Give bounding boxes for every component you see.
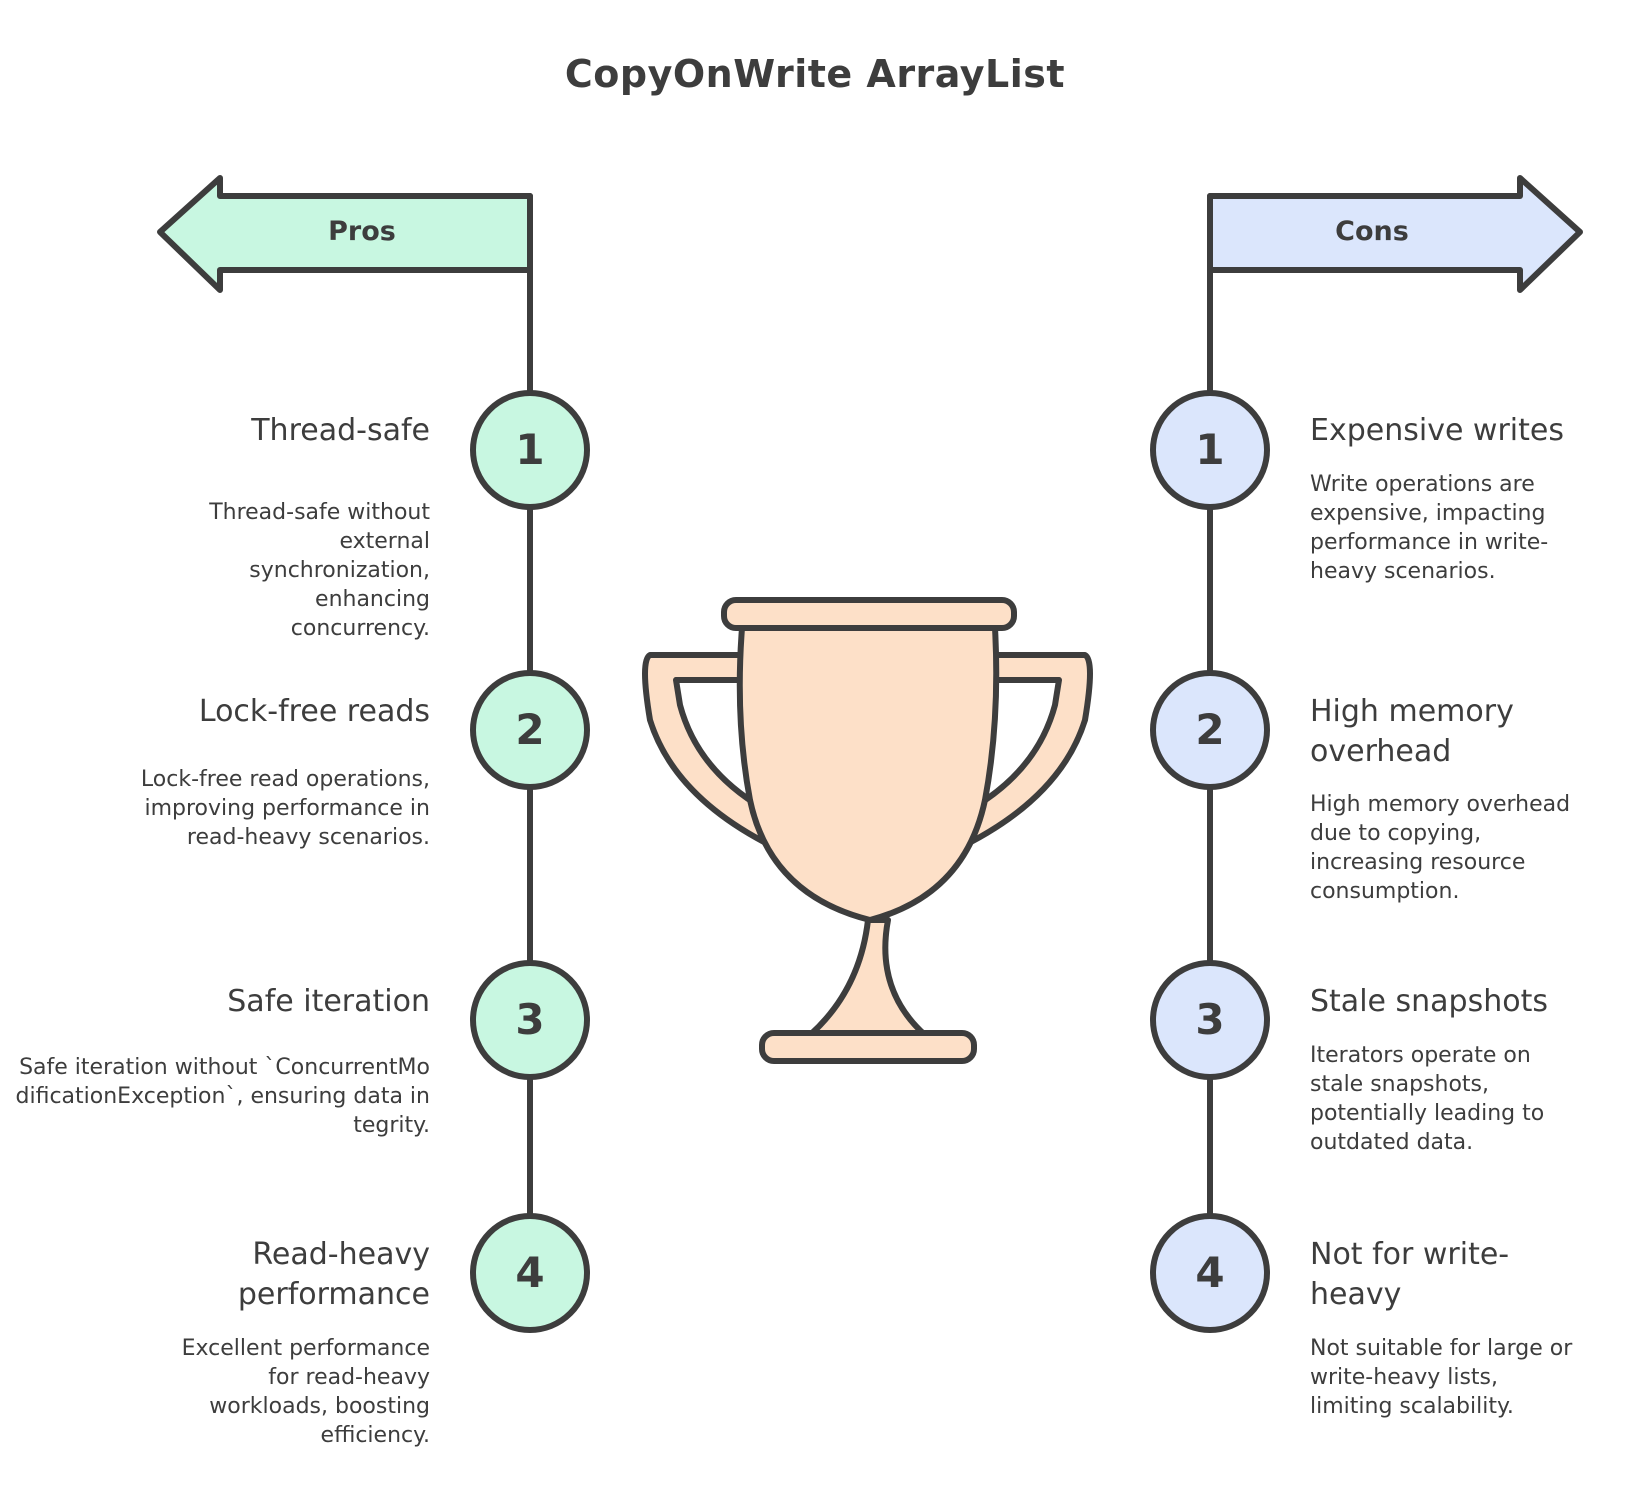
cons-step-1-circle — [1150, 390, 1270, 510]
diagram-title: CopyOnWrite ArrayList — [564, 52, 1066, 96]
pros-label: Pros — [328, 216, 396, 247]
cons-step-1-description: Write operations are expensive, impactin… — [1310, 472, 1549, 584]
cons-step-3-description: Iterators operate on stale snapshots, po… — [1310, 1043, 1545, 1155]
cons-step-2-circle — [1150, 670, 1270, 790]
cons-step-4-circle — [1150, 1213, 1270, 1333]
pros-step-2-description: Lock-free read operations, improving per… — [140, 767, 430, 850]
pros-step-4-description: Excellent performance for read-heavy wor… — [181, 1336, 430, 1448]
cons-step-3-number: 3 — [1195, 995, 1225, 1044]
pros-step-3-description: Safe iteration without `ConcurrentModifi… — [15, 1055, 430, 1138]
cons-step-2-title: High memory overhead — [1310, 694, 1514, 769]
cons-arrow — [1207, 175, 1583, 293]
pros-step-4-title: Read-heavy performance — [237, 1237, 430, 1312]
pros-step-2-number: 2 — [515, 705, 545, 754]
cons-step-2-number: 2 — [1195, 705, 1225, 754]
pros-step-4-circle — [470, 1213, 590, 1333]
cons-step-1-title: Expensive writes — [1310, 413, 1564, 448]
pros-step-3-circle — [470, 960, 590, 1080]
pros-step-1-number: 1 — [515, 425, 545, 474]
cons-step-3-title: Stale snapshots — [1310, 984, 1548, 1019]
cons-step-1-number: 1 — [1195, 425, 1225, 474]
pros-step-2-circle — [470, 670, 590, 790]
cons-step-4-description: Not suitable for large or write-heavy li… — [1310, 1336, 1573, 1419]
cons-step-2-description: High memory overhead due to copying, inc… — [1310, 792, 1571, 904]
pros-step-1-circle — [470, 390, 590, 510]
trophy-icon — [642, 597, 1093, 1064]
cons-label: Cons — [1335, 216, 1409, 247]
cons-step-4-title: Not for write-heavy — [1310, 1237, 1510, 1312]
pros-step-3-number: 3 — [515, 995, 545, 1044]
cons-step-4-number: 4 — [1195, 1248, 1225, 1297]
pros-arrow — [157, 175, 533, 293]
pros-step-3-title: Safe iteration — [227, 984, 430, 1019]
pros-step-1-description: Thread-safe without external synchroniza… — [209, 500, 430, 641]
pros-step-1-title: Thread-safe — [251, 413, 430, 448]
pros-step-2-title: Lock-free reads — [198, 694, 430, 729]
pros-step-4-number: 4 — [515, 1248, 545, 1297]
cons-step-3-circle — [1150, 960, 1270, 1080]
